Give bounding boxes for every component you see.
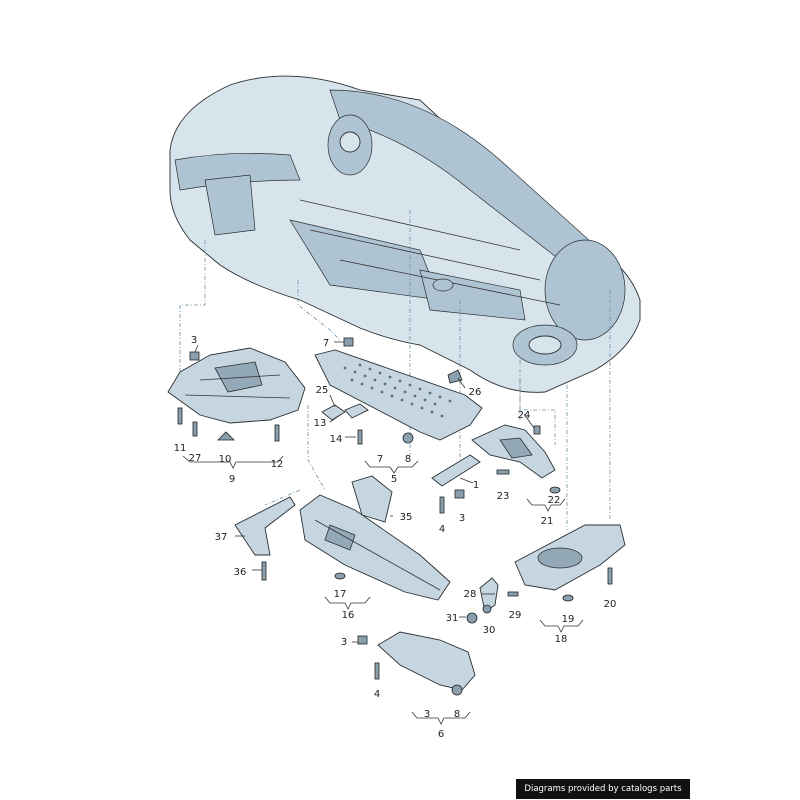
callout-1: 1 xyxy=(473,480,479,491)
panel-vent-holes xyxy=(343,363,452,418)
side-rail-trim xyxy=(431,454,481,487)
callout-4a: 4 xyxy=(439,524,445,535)
callout-25: 25 xyxy=(316,385,329,396)
callout-19: 19 xyxy=(562,614,575,625)
front-lower-cover xyxy=(377,631,476,691)
callout-13: 13 xyxy=(314,418,327,429)
callout-36: 36 xyxy=(234,567,247,578)
fastener-hardware xyxy=(177,337,613,696)
clip-3b xyxy=(454,489,465,499)
callout-30: 30 xyxy=(483,625,496,636)
screw-27 xyxy=(192,421,198,437)
screw-14 xyxy=(357,429,363,445)
long-side-underbody-panel xyxy=(299,494,451,601)
callout-35: 35 xyxy=(400,512,413,523)
assembly-guide-lines xyxy=(179,210,611,530)
center-underbody-panel xyxy=(314,349,483,441)
callout-3c: 3 xyxy=(341,637,347,648)
nut-31 xyxy=(466,612,478,624)
nut-8b xyxy=(451,684,463,696)
callout-11: 11 xyxy=(174,443,187,454)
screw-24 xyxy=(533,425,541,435)
callout-37: 37 xyxy=(215,532,228,543)
callout-10: 10 xyxy=(219,454,232,465)
screw-29 xyxy=(507,591,519,597)
callout-28: 28 xyxy=(464,589,477,600)
callout-31: 31 xyxy=(446,613,459,624)
screw-36 xyxy=(261,561,267,581)
rear-air-guide xyxy=(471,424,556,479)
callout-3d: 3 xyxy=(424,709,430,720)
leader-lines xyxy=(182,341,584,725)
callout-23: 23 xyxy=(497,491,510,502)
rear-underbody-panel xyxy=(514,524,626,591)
callout-24: 24 xyxy=(518,410,531,421)
washer-19 xyxy=(562,594,574,602)
nut-10 xyxy=(217,431,235,441)
screw-4 xyxy=(439,496,445,514)
nut-30 xyxy=(482,604,492,614)
callout-5: 5 xyxy=(391,474,397,485)
callout-18: 18 xyxy=(555,634,568,645)
callout-16: 16 xyxy=(342,610,355,621)
callout-8a: 8 xyxy=(405,454,411,465)
small-heat-shield xyxy=(351,475,393,523)
callout-6: 6 xyxy=(438,729,444,740)
clip-3c xyxy=(357,635,368,645)
screw-4b xyxy=(374,662,380,680)
mounting-bracket-37 xyxy=(234,496,296,556)
callout-8b: 8 xyxy=(454,709,460,720)
callout-labels: 3 11 27 10 12 9 7 25 13 14 7 8 5 26 24 1… xyxy=(174,335,617,740)
nut-8 xyxy=(402,432,414,444)
washer-17 xyxy=(334,572,346,580)
callout-3b: 3 xyxy=(459,513,465,524)
callout-27: 27 xyxy=(189,453,202,464)
callout-26: 26 xyxy=(469,387,482,398)
callout-14: 14 xyxy=(330,434,343,445)
catalog-credit-banner: Diagrams provided by catalogs parts xyxy=(516,779,690,799)
clip-7 xyxy=(343,337,354,347)
bracket-plate xyxy=(321,403,369,421)
clip-26 xyxy=(447,369,463,384)
callout-20: 20 xyxy=(604,599,617,610)
washer-22 xyxy=(549,486,561,494)
callout-7a: 7 xyxy=(323,338,329,349)
screw-23 xyxy=(496,469,510,475)
callout-21: 21 xyxy=(541,516,554,527)
engine-underbody-shield xyxy=(167,347,306,424)
callout-9: 9 xyxy=(229,474,235,485)
callout-17: 17 xyxy=(334,589,347,600)
screw-12 xyxy=(274,424,280,442)
callout-4b: 4 xyxy=(374,689,380,700)
clip-3 xyxy=(189,351,200,361)
callout-22: 22 xyxy=(548,495,561,506)
screw-20 xyxy=(607,567,613,585)
screw-11 xyxy=(177,407,183,425)
vehicle-body-illustration xyxy=(169,75,641,393)
callout-3a: 3 xyxy=(191,335,197,346)
callout-12: 12 xyxy=(271,459,284,470)
callout-7b: 7 xyxy=(377,454,383,465)
callout-29: 29 xyxy=(509,610,522,621)
